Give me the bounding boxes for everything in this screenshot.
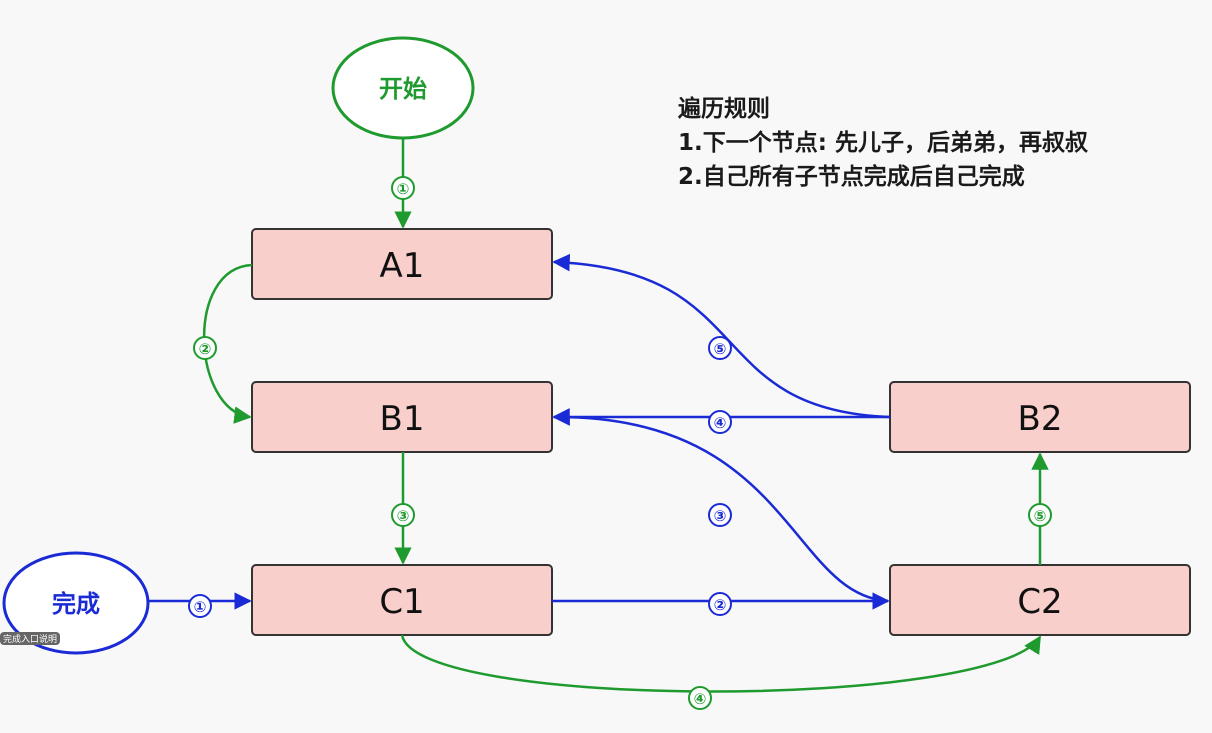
node-b1-label: B1 <box>380 399 425 439</box>
done-terminal-label: 完成 <box>52 590 100 618</box>
node-a1 <box>251 228 553 300</box>
badge-b2-a1 <box>708 336 732 360</box>
traversal-rules: 遍历规则 1.下一个节点: 先儿子，后弟弟，再叔叔 2.自己所有子节点完成后自己… <box>678 92 1088 194</box>
caption-badge: 完成入口说明 <box>0 632 61 645</box>
badge-start-a1-label: ① <box>397 180 410 198</box>
rules-line-1: 1.下一个节点: 先儿子，后弟弟，再叔叔 <box>678 130 1088 156</box>
node-c1-label: C1 <box>379 582 424 622</box>
badge-c1-c2 <box>688 686 712 710</box>
edge-c1-c2 <box>400 634 1042 693</box>
rules-title: 遍历规则 <box>678 96 770 122</box>
badge-start-a1 <box>391 176 415 200</box>
badge-b2-b1-label: ④ <box>714 414 727 432</box>
badge-b1-c1-label: ③ <box>397 507 410 525</box>
edge-c2-b1 <box>552 408 889 603</box>
start-terminal-label: 开始 <box>379 75 427 103</box>
badge-b2-a1-label: ⑤ <box>714 340 727 358</box>
badge-c2-b1 <box>708 503 732 527</box>
badge-b2-b1 <box>708 410 732 434</box>
badge-c2-b2 <box>1028 503 1052 527</box>
badge-b1-c1 <box>391 503 415 527</box>
badge-c2-b1-label: ③ <box>714 507 727 525</box>
badge-done-c1-label: ① <box>194 598 207 616</box>
done-terminal <box>2 551 150 655</box>
badge-c2-b2-label: ⑤ <box>1034 507 1047 525</box>
badge-done-c1 <box>188 594 212 618</box>
badge-c1-c2-blue-label: ② <box>714 596 727 614</box>
badge-c1-c2-blue <box>708 592 732 616</box>
node-c2-label: C2 <box>1017 582 1062 622</box>
badge-c1-c2-label: ④ <box>694 690 707 708</box>
badge-a1-b1 <box>193 336 217 360</box>
node-a1-label: A1 <box>380 246 425 286</box>
node-b2-label: B2 <box>1018 399 1063 439</box>
badge-a1-b1-label: ② <box>199 340 212 358</box>
rules-line-2: 2.自己所有子节点完成后自己完成 <box>678 164 1025 190</box>
